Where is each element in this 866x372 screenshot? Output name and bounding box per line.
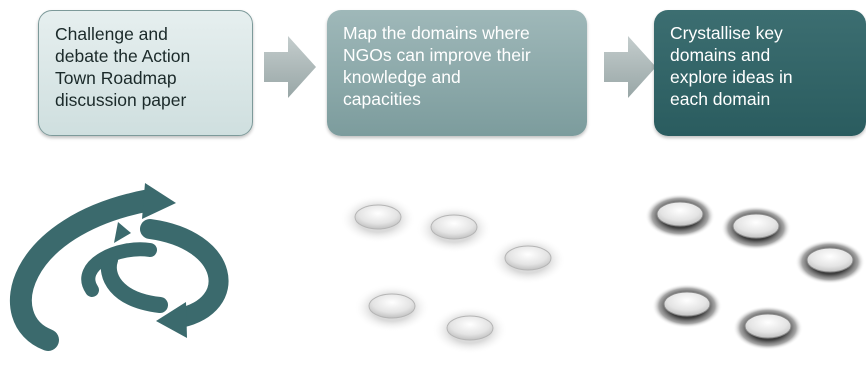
dark-oval-cluster-icon [645, 194, 865, 350]
right-arrow-icon [604, 36, 656, 98]
right-arrow-icon [264, 36, 316, 98]
cycle-arrows-icon [9, 183, 229, 351]
step-box-map-domains: Map the domains where NGOs can improve t… [327, 10, 587, 136]
step-label-challenge: Challenge and debate the Action Town Roa… [55, 24, 191, 110]
step-label-map-domains: Map the domains where NGOs can improve t… [343, 23, 531, 109]
step-box-challenge: Challenge and debate the Action Town Roa… [38, 10, 253, 136]
light-oval-cluster-icon [340, 195, 566, 354]
step-label-crystallise: Crystallise key domains and explore idea… [670, 23, 793, 109]
step-box-crystallise: Crystallise key domains and explore idea… [654, 10, 866, 136]
